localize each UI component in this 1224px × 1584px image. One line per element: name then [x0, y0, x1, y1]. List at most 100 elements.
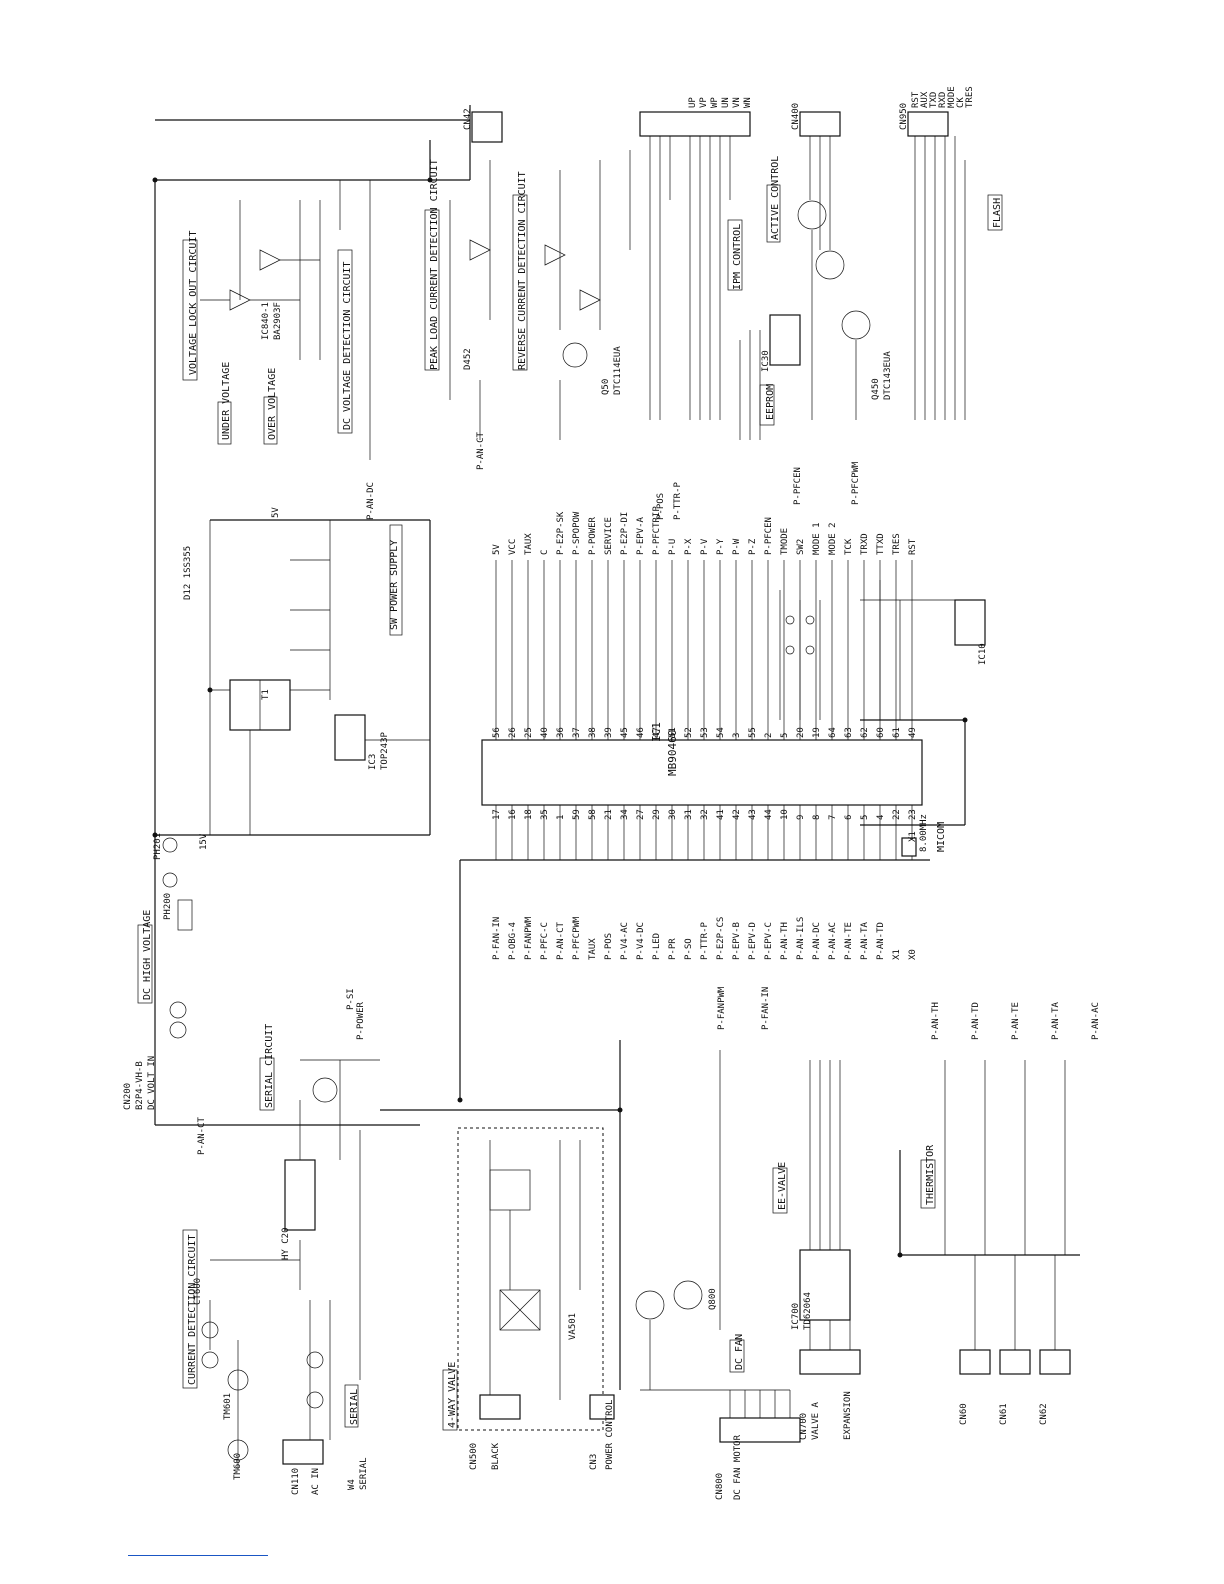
ref-pan-ct: P-AN-CT: [476, 431, 486, 470]
ipm-output-label: WP: [710, 97, 720, 108]
ref-p-pfcen: P-PFCEN: [793, 467, 803, 505]
mcu-pin-signal: SW2: [796, 539, 806, 555]
cn500-label: CN500: [469, 1443, 479, 1470]
q450-part: DTC143EUA: [883, 351, 893, 400]
ic10-label: IC10: [978, 643, 988, 665]
mcu-pin-signal: P-SPOPOW: [572, 511, 582, 555]
mcu-pin-signal: P-AN-TE: [844, 922, 854, 960]
mcu-pin-number: 19: [812, 727, 822, 738]
mcu-pin-signal: P-EPV-A: [636, 516, 646, 555]
mcu-pin-signal: P-AN-CT: [556, 921, 566, 960]
cn950-body: [907, 111, 949, 137]
crystal-x1: [901, 837, 917, 857]
ipm-output-label: WN: [743, 97, 753, 108]
mcu-pin-number: 61: [892, 727, 902, 738]
cn110-body: [282, 1439, 324, 1465]
mcu-pin-number: 56: [492, 727, 502, 738]
current-detect-blocks: PEAK LOAD CURRENT DETECTION CIRCUIT REVE…: [424, 150, 631, 470]
mcu-pin-signal: P-V4-DC: [636, 922, 646, 960]
q800-label: Q800: [708, 1288, 718, 1310]
ic30-label: IC30: [761, 350, 771, 372]
mcu-pin-signal: TRXD: [860, 533, 870, 555]
ipm-output-label: UP: [688, 97, 698, 108]
ph200-label: PH200: [163, 893, 173, 920]
varistor-label: VA501: [568, 1313, 578, 1340]
cn61-body: [999, 1349, 1031, 1375]
title-reverse-current: REVERSE CURRENT DETECTION CIRCUIT: [517, 171, 528, 370]
cn950-label: CN950: [899, 103, 909, 130]
cn950-pin-label: RXD: [938, 92, 948, 108]
mcu-pin-number: 44: [764, 809, 774, 820]
title-dc-high-voltage: DC HIGH VOLTAGE: [142, 910, 153, 1000]
current-detection-block: CURRENT DETECTION CIRCUIT TM600 TM601 CT…: [182, 1116, 301, 1480]
cn950-pin-label: TRES: [965, 86, 975, 108]
mcu-pin-number: 25: [524, 727, 534, 738]
d12-label: D12 1SS355: [183, 546, 193, 600]
ipm-output-label: VN: [732, 97, 742, 108]
mcu-pin-number: 10: [780, 809, 790, 820]
rail-15v-psu: 15V: [199, 833, 209, 850]
mcu-pin-number: 43: [748, 809, 758, 820]
mcu-pin-signal: P-U: [668, 539, 678, 555]
mcu-pin-number: 21: [604, 809, 614, 820]
q50-label: Q50: [601, 379, 611, 395]
w4-desc: SERIAL: [359, 1457, 369, 1490]
title-ee-valve: EE-VALVE: [777, 1162, 788, 1210]
cn700-body: [799, 1349, 861, 1375]
mcu-pin-number: 4: [876, 815, 886, 820]
cn62-label: CN62: [1039, 1403, 1049, 1425]
mcu-pin-number: 9: [796, 815, 806, 820]
mcu-pin-signal: TMODE: [780, 528, 790, 555]
ct600-label: CT600: [193, 1278, 203, 1305]
mcu-pin-signal: P-PFCEN: [764, 517, 774, 555]
cn950-pin-label: MODE: [947, 86, 957, 108]
eeprom-block: EEPROM IC30 P-PFCEN: [739, 314, 803, 505]
title-sw-power-supply: SW POWER SUPPLY: [389, 540, 400, 630]
cn3-body: [589, 1394, 615, 1420]
page-link-underline[interactable]: [128, 1555, 268, 1556]
cn800-desc: DC FAN MOTOR: [733, 1434, 743, 1500]
ref-p-ttr: P-TTR-P: [673, 481, 683, 520]
mcu-pin-signal: TAUX: [588, 938, 598, 960]
cn62-body: [1039, 1349, 1071, 1375]
mcu-pin-number: 62: [860, 727, 870, 738]
mcu-pin-number: 27: [636, 809, 646, 820]
ref-p-power: P-POWER: [356, 1001, 366, 1040]
mcu-pin-signal: X0: [908, 949, 918, 960]
hyc20-label: HY C20: [281, 1227, 291, 1260]
mcu-pin-signal: MODE 1: [812, 522, 822, 555]
mcu-pin-signal: P-E2P-CS: [716, 917, 726, 960]
mcu-pin-number: 23: [908, 809, 918, 820]
four-way-valve-block: 4-WAY VALVE CN500 BLACK VA501 CN3 POWER …: [442, 1127, 615, 1470]
mcu-pin-signal: P-V4-AC: [620, 922, 630, 960]
cn200-label: CN200: [123, 1083, 133, 1110]
title-peak-load: PEAK LOAD CURRENT DETECTION CIRCUIT: [429, 159, 440, 370]
mcu-pin-signal: P-EPV-C: [764, 922, 774, 960]
ref-p-si: P-SI: [346, 988, 356, 1010]
ic840-part: BA2903F: [273, 302, 283, 340]
q450-label: Q450: [871, 378, 881, 400]
cn700-extra: EXPANSION: [843, 1391, 853, 1440]
cn950-pin-label: CK: [956, 97, 966, 108]
mcu-pin-number: 6: [844, 815, 854, 820]
mcu-pin-signal: VCC: [508, 539, 518, 555]
mcu-pin-signal: X1: [892, 949, 902, 960]
ic3-label: IC3: [368, 754, 378, 770]
ref-pan-ct-bottom: P-AN-CT: [197, 1116, 207, 1155]
mcu-pin-number: 40: [540, 727, 550, 738]
ic1-label: IC1: [650, 722, 663, 742]
title-over-voltage: OVER VOLTAGE: [267, 368, 278, 440]
mcu-pin-number: 29: [652, 809, 662, 820]
ic3-part: TOP243P: [380, 731, 390, 770]
q50-part: DTC114EUA: [613, 346, 623, 395]
mcu-pins-right: 565V26VCC25TAUX40C36P-E2P-SK37P-SPOPOW38…: [492, 506, 918, 740]
mcu-pin-signal: P-Z: [748, 538, 758, 555]
mcu-pins-left: 17P-FAN-IN16P-OBG-418P-FANPWM35P-PFC-C1P…: [492, 805, 918, 960]
mcu-pin-number: 45: [620, 727, 630, 738]
cn42-label: CN42: [463, 108, 473, 130]
mcu-pin-number: 32: [700, 809, 710, 820]
mcu-pin-signal: P-SO: [684, 938, 694, 960]
transformer-label: T1: [261, 689, 271, 700]
mcu-pin-number: 41: [716, 809, 726, 820]
ref-p-fan-in: P-FAN-IN: [761, 987, 771, 1030]
